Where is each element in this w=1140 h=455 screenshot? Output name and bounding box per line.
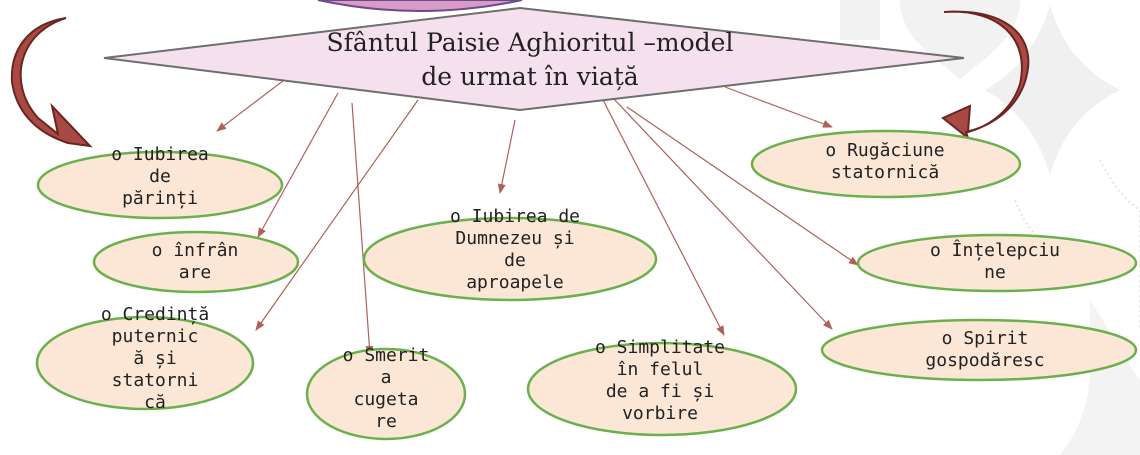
arrow-to-credinta [255,99,419,331]
ellipse-rugaciune [750,129,1022,199]
top-decoration [317,0,523,12]
curved-arrow-right-icon [941,10,1030,141]
connector-arrows [216,67,859,356]
node-smerit: o Smerit a cugeta re [342,345,430,432]
node-intelepciune: o Înțelepciu ne [929,240,1061,283]
ellipse-simplitate [526,341,798,437]
arrow-to-smerit [351,102,374,356]
node-iubirea-parinti: o Iubirea de părinți [111,144,209,209]
node-ellipses [35,129,1138,441]
central-diamond [103,6,965,112]
node-infranare: o înfrân are [151,240,239,283]
ellipse-smerit [305,347,467,441]
node-credinta: o Credință puternic ă și statorni că [100,304,210,413]
node-spirit: o Spirit gospodăresc [925,328,1045,371]
ellipse-credinta [35,315,255,411]
arrow-to-iubirea-dumnezeu [497,119,516,194]
ellipse-spirit [820,318,1138,382]
node-rugaciune: o Rugăciune statornică [825,140,945,183]
diagram-title: Sfântul Paisie Aghioritul –model de urma… [326,28,734,91]
arrow-to-spirit [611,96,833,330]
ellipse-intelepciune [856,233,1138,293]
ellipse-iubirea-dumnezeu [362,216,658,302]
arrow-to-infranare [257,92,339,238]
node-iubirea-dumnezeu: o Iubirea de Dumnezeu și de aproapele [449,206,581,293]
arrow-to-intelepciune [626,106,859,266]
node-simplitate: o Simplitate în felul de a fi și vorbire [594,337,726,424]
arrow-to-simplitate [601,97,725,336]
curved-arrow-left-icon [10,17,93,148]
ellipse-iubirea-parinti [36,150,284,220]
arrow-to-rugaciune [724,86,833,128]
ellipse-infranare [92,230,300,294]
